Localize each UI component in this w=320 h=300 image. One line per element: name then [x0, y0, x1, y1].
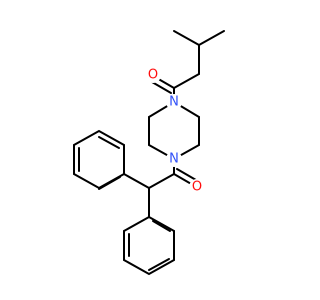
oxygen-top-label: O [148, 68, 158, 83]
nitrogen-bottom-label: N [169, 152, 179, 167]
oxygen-bottom-label: O [192, 180, 202, 195]
phenyl-top-double-3 [98, 136, 120, 149]
phenyl-top-double-1 [98, 176, 121, 190]
atom-labels: O N N O [145, 67, 205, 195]
bond-carbonyl-ch [148, 173, 175, 189]
bond-carbonyl-top-b [151, 81, 172, 94]
oxygen-top-bg [145, 67, 161, 83]
phenyl-bottom-double-2 [148, 258, 170, 271]
bond-methyl-1 [173, 30, 200, 46]
nitrogen-bottom-bg [166, 151, 182, 167]
bond-ch2-carbonyl [173, 73, 200, 89]
oxygen-bottom-bg [189, 179, 205, 195]
bond-methyl-2 [198, 30, 225, 46]
bond-carbonyl-bottom-b [176, 168, 197, 181]
phenyl-bottom-double-1 [152, 220, 171, 232]
nitrogen-top-bg [166, 94, 182, 110]
phenyl-ring-bottom [123, 215, 175, 276]
nitrogen-top-label: N [169, 95, 179, 110]
molecule-structure: O N N O [73, 30, 225, 276]
bond-ch-phenyl-top [123, 173, 150, 189]
bond-carbonyl-bottom-a [173, 173, 194, 186]
